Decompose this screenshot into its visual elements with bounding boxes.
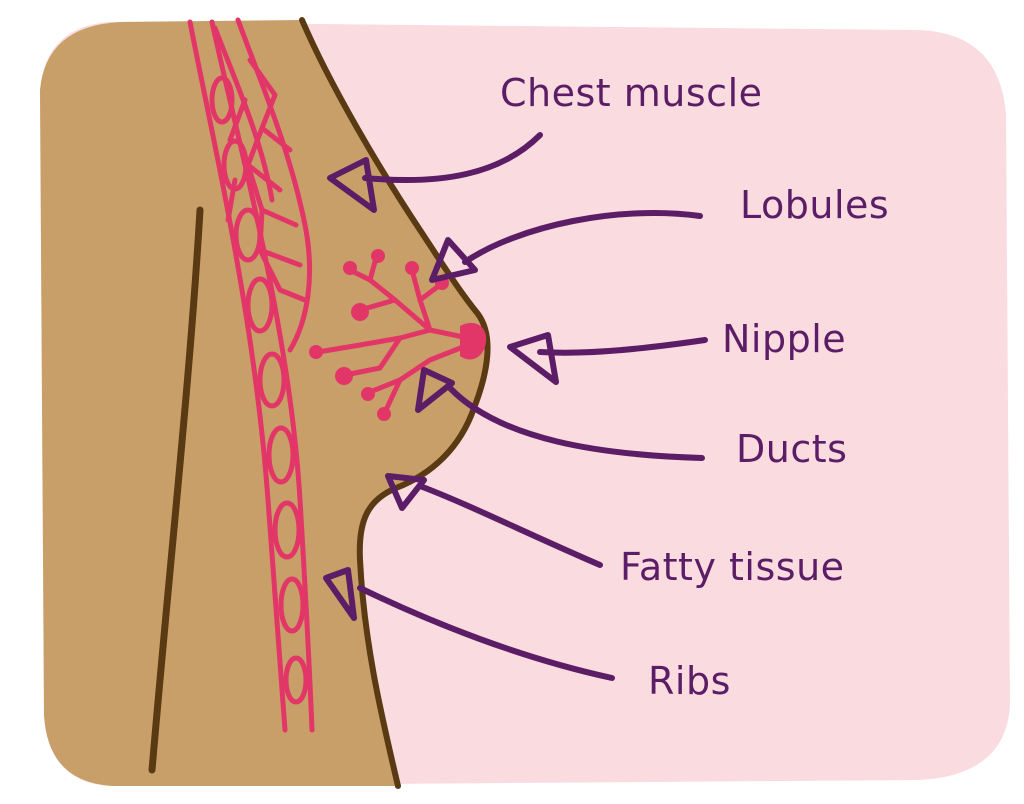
label-fatty-tissue: Fatty tissue [620,545,845,589]
label-ribs: Ribs [648,659,731,703]
label-ducts: Ducts [736,427,847,471]
label-lobules: Lobules [740,183,889,227]
label-nipple: Nipple [722,317,846,361]
label-chest-muscle: Chest muscle [500,71,763,115]
